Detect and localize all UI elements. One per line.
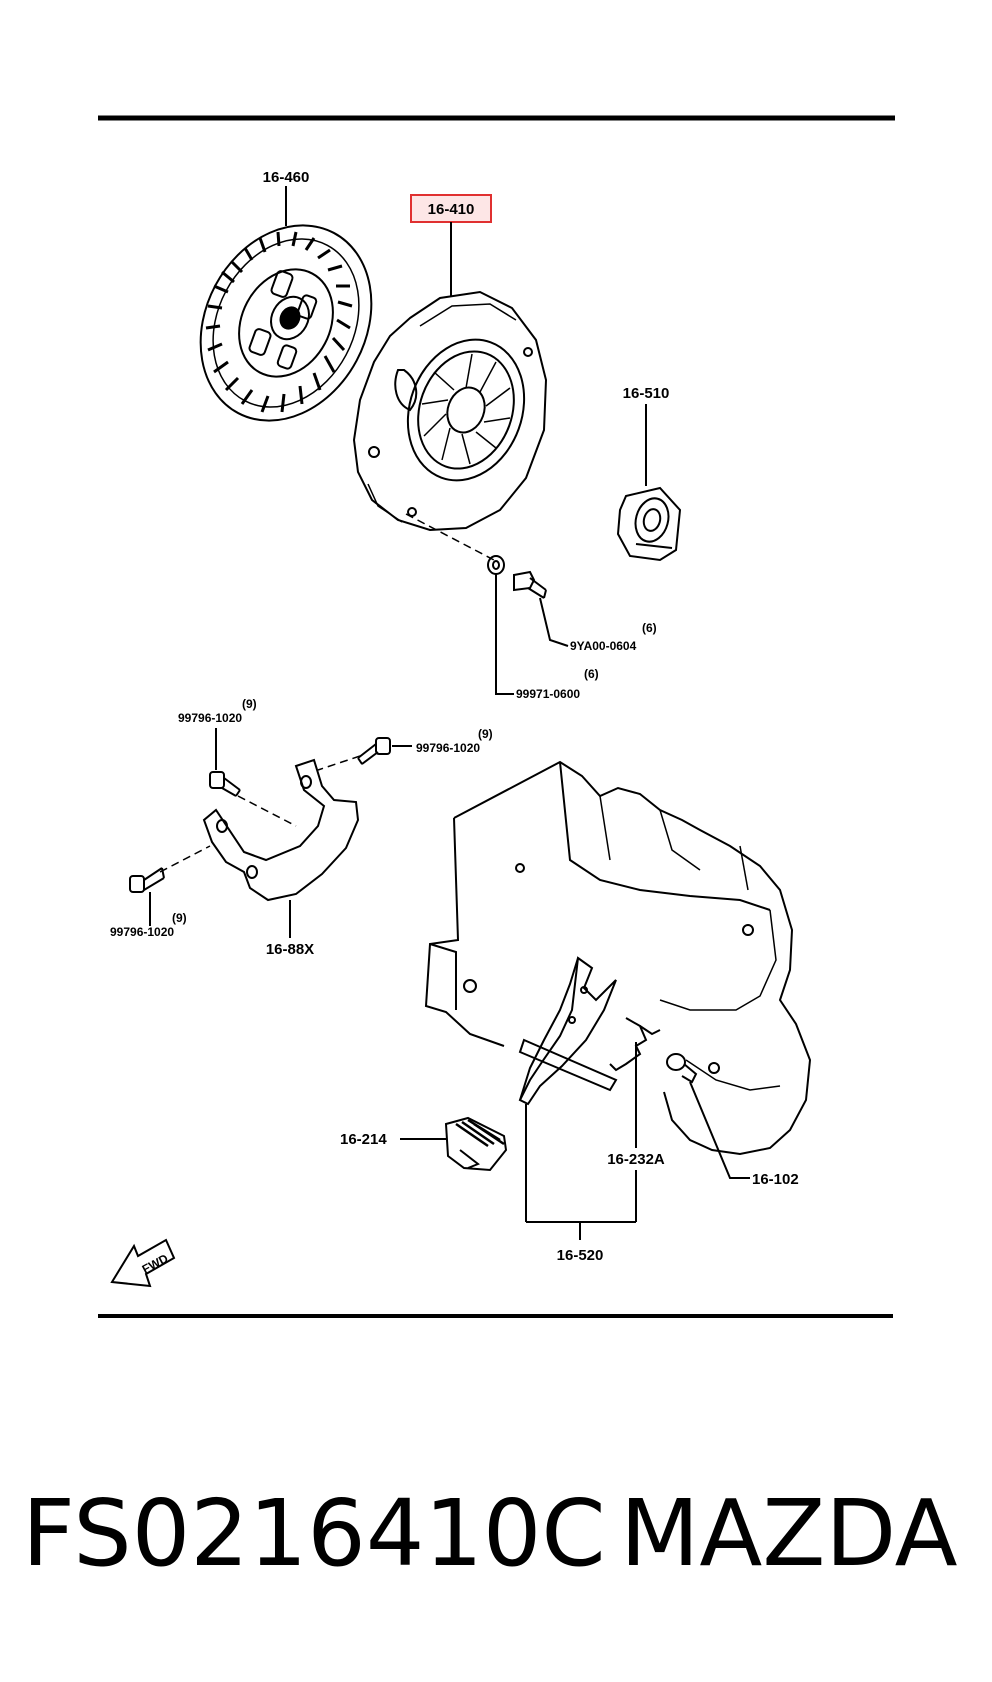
label-99796-c: 99796-1020	[178, 711, 242, 725]
label-99971-qty: (6)	[584, 667, 599, 681]
label-99971-0600: 99971-0600	[516, 687, 580, 701]
part-number: FS0216410C	[22, 1480, 606, 1587]
label-99796-d: 99796-1020	[110, 925, 174, 939]
bolt-drawing-b	[357, 737, 391, 765]
bolt-drawing-d	[129, 867, 165, 893]
label-16-520: 16-520	[557, 1247, 604, 1264]
label-16-460: 16-460	[263, 169, 310, 186]
label-99796-d-qty: (9)	[172, 911, 187, 925]
footer: FS0216410C MAZDA	[0, 1480, 992, 1590]
label-99796-c-qty: (9)	[242, 697, 257, 711]
label-16-102: 16-102	[752, 1171, 799, 1188]
fwd-arrow: FWD	[110, 1238, 176, 1288]
label-99796-b-qty: (9)	[478, 727, 493, 741]
boot-drawing	[444, 1116, 508, 1172]
highlight-box-16-410	[410, 194, 492, 223]
label-16-214: 16-214	[340, 1131, 387, 1148]
washer-drawing	[487, 555, 505, 575]
brand-name: MAZDA	[620, 1480, 958, 1587]
label-16-232a: 16-232A	[607, 1151, 665, 1168]
bolt-drawing-c	[209, 771, 241, 797]
pivot-bolt-drawing	[666, 1053, 698, 1084]
transmission-case-drawing	[424, 760, 812, 1156]
label-9ya00-qty: (6)	[642, 621, 657, 635]
label-16-88x: 16-88X	[266, 941, 314, 958]
cover-plate-drawing	[202, 758, 360, 902]
clutch-cover-drawing	[352, 290, 548, 532]
label-16-410: 16-410	[428, 201, 475, 218]
label-99796-b: 99796-1020	[416, 741, 480, 755]
label-9ya00-0604: 9YA00-0604	[570, 639, 637, 653]
bolt-drawing-9ya00	[513, 570, 547, 599]
fwd-label: FWD	[140, 1251, 171, 1276]
label-16-510: 16-510	[623, 385, 670, 402]
spring-drawing	[609, 1017, 661, 1072]
clutch-disc-drawing	[199, 224, 373, 422]
release-fork-drawing	[518, 956, 618, 1106]
release-bearing-drawing	[616, 486, 682, 562]
